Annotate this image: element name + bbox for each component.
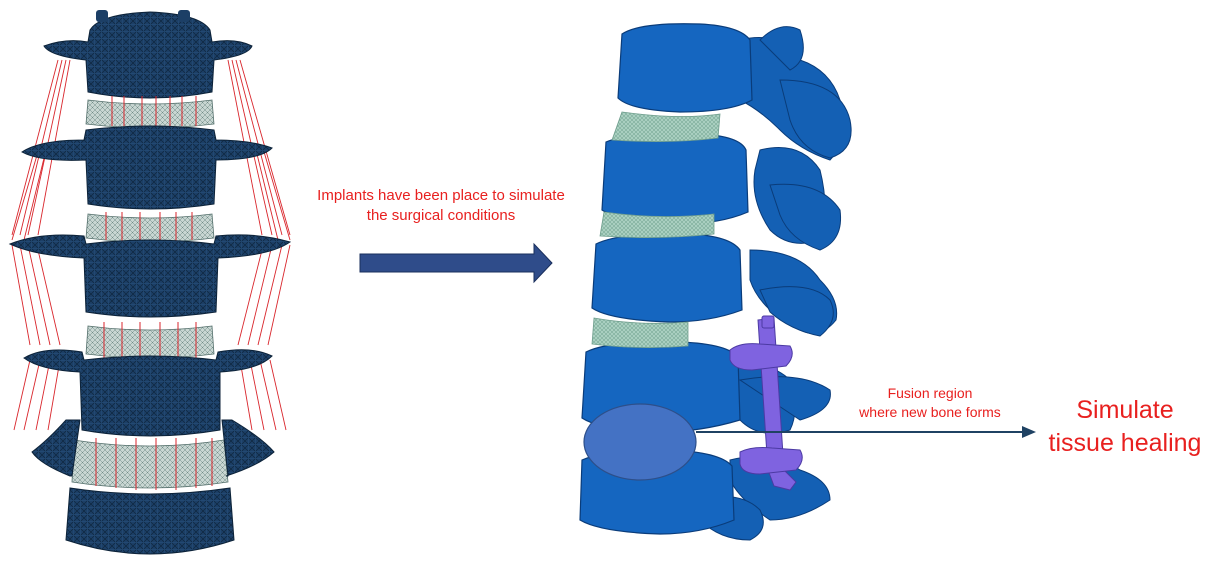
fusion-annotation-line-2: where new bone forms — [842, 403, 1018, 422]
healing-annotation-line-1: Simulate — [1040, 394, 1210, 427]
fusion-connector-arrow — [696, 426, 1036, 438]
implants-annotation-line-2: the surgical conditions — [286, 206, 596, 226]
implants-annotation-line-1: Implants have been place to simulate — [286, 186, 596, 206]
vertebra-l1-left — [44, 10, 252, 98]
healing-annotation-line-2: tissue healing — [1040, 427, 1210, 460]
left-spine-mesh — [10, 10, 290, 554]
process-arrow — [360, 244, 552, 282]
fusion-region-annotation: Fusion region where new bone forms — [842, 384, 1018, 422]
disc-3-left — [86, 322, 214, 360]
vertebra-l2-left — [22, 126, 272, 209]
implants-annotation: Implants have been place to simulate the… — [286, 186, 596, 227]
fusion-region-ellipse — [584, 404, 696, 480]
disc-4-left — [72, 438, 228, 490]
disc-1-left — [86, 96, 214, 128]
tissue-healing-annotation: Simulate tissue healing — [1040, 394, 1210, 460]
disc-2-left — [86, 212, 214, 242]
fusion-annotation-line-1: Fusion region — [842, 384, 1018, 403]
right-spine-model — [580, 24, 1036, 540]
